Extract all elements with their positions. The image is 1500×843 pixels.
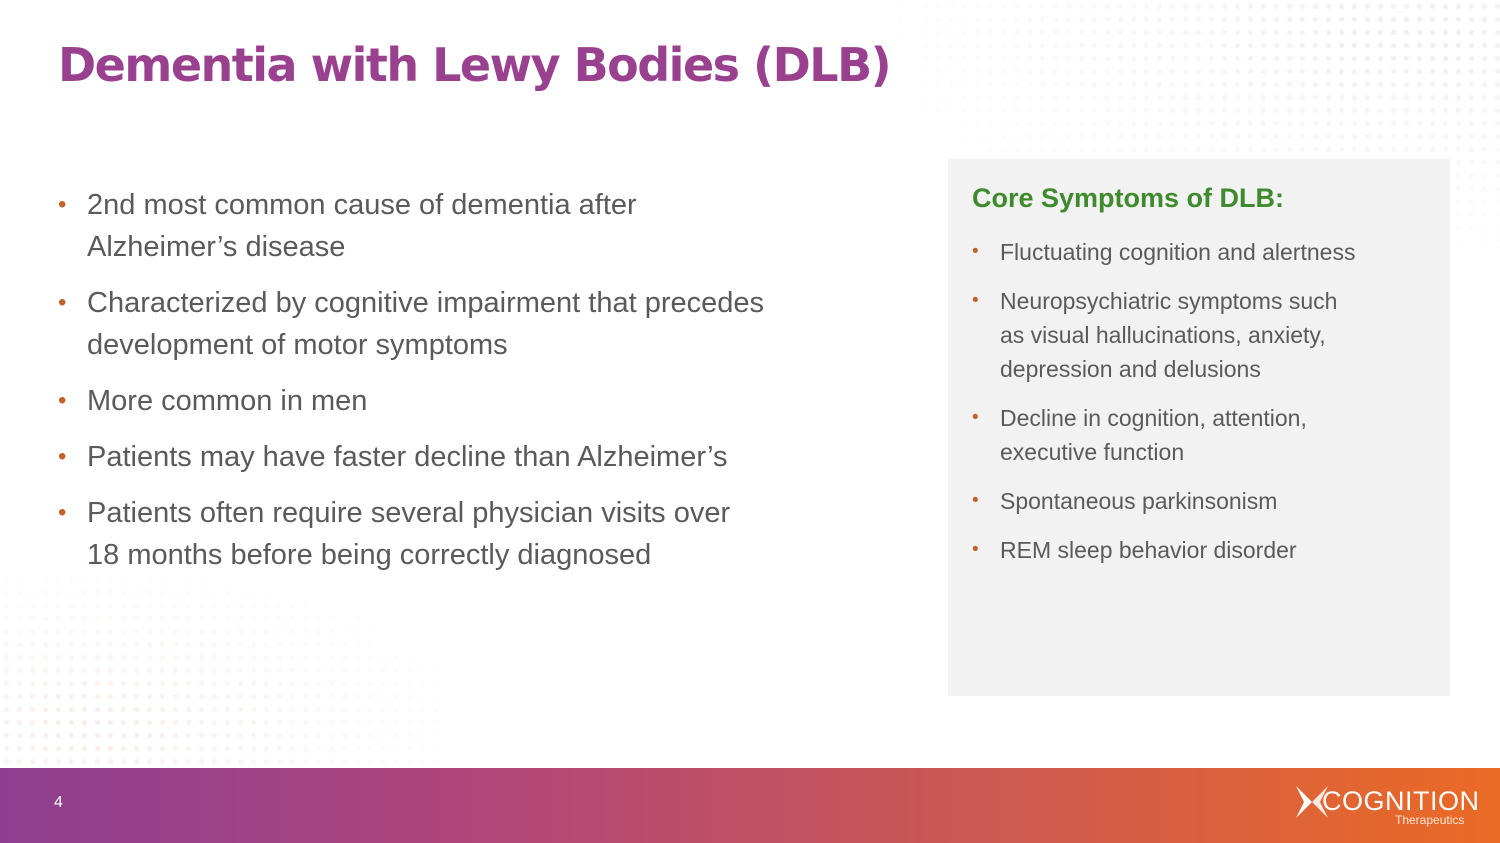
symptom-line: Fluctuating cognition and alertness xyxy=(1000,239,1356,265)
symptom-line: executive function xyxy=(1000,439,1185,465)
bullet-dot-icon: • xyxy=(972,490,979,511)
footer-bar: 4 COGNITION Therapeutics xyxy=(0,768,1500,843)
bullet-dot-icon: • xyxy=(972,407,979,428)
symptom-item: • REM sleep behavior disorder xyxy=(972,533,1442,567)
symptom-item: • Fluctuating cognition and alertness xyxy=(972,235,1442,269)
page-number: 4 xyxy=(54,794,63,811)
core-symptoms-panel: Core Symptoms of DLB: • Fluctuating cogn… xyxy=(948,159,1450,696)
bullet-line: 2nd most common cause of dementia after xyxy=(87,189,637,221)
symptom-line: Decline in cognition, attention, xyxy=(1000,405,1307,431)
bullet-line: development of motor symptoms xyxy=(87,329,508,361)
bullet-line: More common in men xyxy=(87,385,368,417)
bullet-dot-icon: • xyxy=(58,443,67,470)
symptom-line: as visual hallucinations, anxiety, xyxy=(1000,322,1326,348)
main-bullet-item: • Patients may have faster decline than … xyxy=(58,436,888,478)
logo-subtitle: Therapeutics xyxy=(1395,813,1465,827)
main-bullet-item: • 2nd most common cause of dementia afte… xyxy=(58,184,888,268)
bullet-dot-icon: • xyxy=(58,387,67,414)
bullet-dot-icon: • xyxy=(58,191,67,218)
symptom-line: Spontaneous parkinsonism xyxy=(1000,488,1278,514)
main-bullet-item: • Patients often require several physici… xyxy=(58,492,888,576)
bullet-line: 18 months before being correctly diagnos… xyxy=(87,539,652,571)
main-bullet-list: • 2nd most common cause of dementia afte… xyxy=(58,184,888,590)
bullet-dot-icon: • xyxy=(972,290,979,311)
symptom-line: Neuropsychiatric symptoms such xyxy=(1000,288,1338,314)
symptom-item: • Neuropsychiatric symptoms such as visu… xyxy=(972,284,1442,386)
bullet-dot-icon: • xyxy=(58,499,67,526)
main-bullet-item: • More common in men xyxy=(58,380,888,422)
slide-title: Dementia with Lewy Bodies (DLB) xyxy=(58,38,892,92)
panel-heading: Core Symptoms of DLB: xyxy=(972,183,1285,213)
bullet-line: Characterized by cognitive impairment th… xyxy=(87,287,764,319)
symptom-item: • Decline in cognition, attention, execu… xyxy=(972,401,1442,469)
symptom-list: • Fluctuating cognition and alertness • … xyxy=(972,235,1442,582)
main-bullet-item: • Characterized by cognitive impairment … xyxy=(58,282,888,366)
symptom-line: depression and delusions xyxy=(1000,356,1261,382)
cognition-x-mark-icon xyxy=(1296,786,1328,818)
bullet-dot-icon: • xyxy=(972,241,979,262)
decorative-dot-pattern-bottom xyxy=(0,560,480,770)
symptom-line: REM sleep behavior disorder xyxy=(1000,537,1297,563)
bullet-line: Patients may have faster decline than Al… xyxy=(87,441,728,473)
company-logo: COGNITION Therapeutics xyxy=(1290,782,1490,832)
bullet-dot-icon: • xyxy=(972,539,979,560)
symptom-item: • Spontaneous parkinsonism xyxy=(972,484,1442,518)
logo-wordmark: COGNITION xyxy=(1322,786,1480,816)
bullet-line: Patients often require several physician… xyxy=(87,497,731,529)
bullet-dot-icon: • xyxy=(58,289,67,316)
bullet-line: Alzheimer’s disease xyxy=(87,231,346,263)
